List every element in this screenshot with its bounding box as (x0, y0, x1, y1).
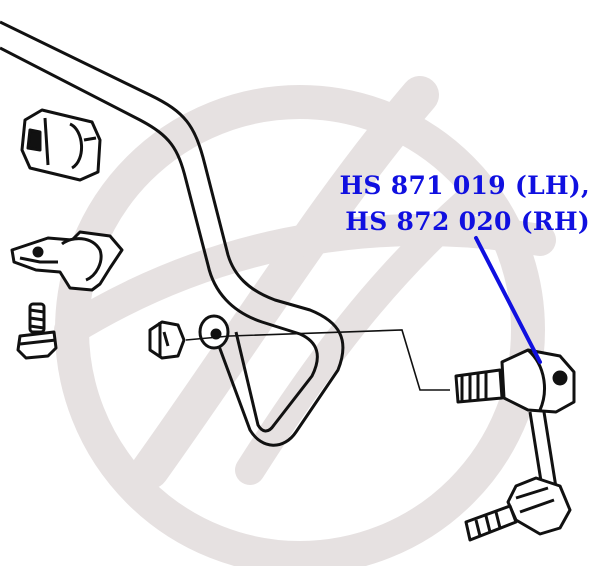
watermark-stroke-1 (131, 76, 439, 489)
stabilizer-link (454, 348, 576, 542)
part-number-callout: HS 871 019 (LH), HS 872 020 (RH) (300, 168, 590, 240)
bolt (16, 302, 58, 360)
callout-leader-line (474, 236, 542, 364)
watermark-stroke-3 (235, 185, 485, 485)
watermark-stroke-2 (54, 214, 556, 346)
bracket (10, 230, 124, 292)
stabilizer-bar (0, 20, 345, 447)
part-number-lh: HS 871 019 (LH), (339, 171, 590, 200)
watermark-logo (54, 76, 556, 566)
nut (148, 320, 186, 360)
part-number-rh: HS 872 020 (RH) (345, 207, 590, 236)
bar-eye (198, 314, 230, 350)
bushing (20, 108, 102, 182)
assembly-guide-line (185, 329, 450, 391)
